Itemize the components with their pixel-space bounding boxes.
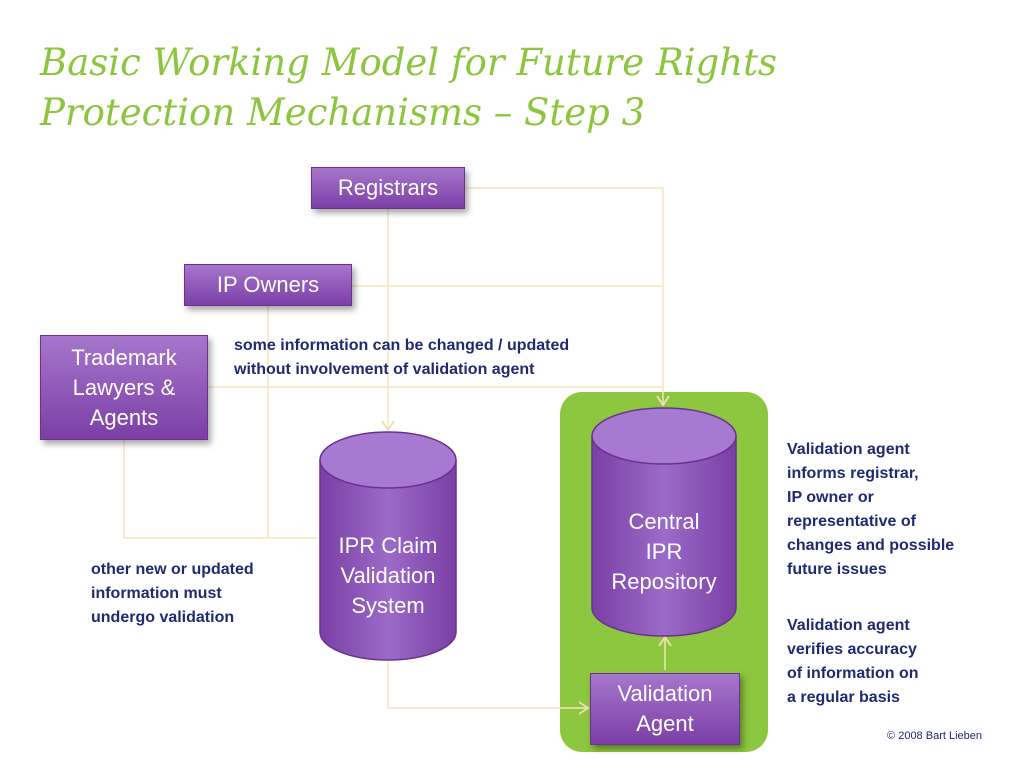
note-informs-line-5: changes and possible bbox=[787, 537, 955, 554]
trademark-line-3: Agents bbox=[89, 404, 159, 430]
central-repo-label: Central IPR Repository bbox=[592, 507, 736, 597]
trademark-line-1: Trademark bbox=[71, 344, 177, 370]
copyright-notice: © 2008 Bart Lieben bbox=[887, 730, 982, 742]
note-verifies-line-1: Validation agent bbox=[787, 617, 910, 634]
note-other-info-line-2: information must bbox=[91, 585, 222, 602]
note-informs-line-1: Validation agent bbox=[787, 441, 910, 458]
note-verifies-line-4: a regular basis bbox=[787, 689, 900, 706]
connector-registrars-repo bbox=[465, 187, 663, 405]
note-some-info: some information can be changed / update… bbox=[234, 334, 569, 382]
note-other-info-line-3: undergo validation bbox=[91, 609, 235, 626]
validation-agent-box: Validation Agent bbox=[590, 673, 740, 745]
validation-agent-line-2: Agent bbox=[636, 711, 694, 736]
ipr-claim-line-1: IPR Claim bbox=[338, 533, 438, 558]
ip-owners-label: IP Owners bbox=[216, 272, 320, 297]
ipr-claim-line-2: Validation bbox=[340, 563, 436, 588]
registrars-label: Registrars bbox=[337, 175, 439, 200]
central-repository-cylinder bbox=[591, 407, 737, 637]
note-informs-line-2: informs registrar, bbox=[787, 465, 919, 482]
validation-agent-line-1: Validation bbox=[617, 681, 713, 706]
registrars-box: Registrars bbox=[311, 167, 465, 209]
note-other-info: other new or updated information must un… bbox=[91, 558, 254, 630]
note-verifies-line-2: verifies accuracy bbox=[787, 641, 917, 658]
connector-lawyers-claim bbox=[123, 440, 268, 539]
central-repo-line-3: Repository bbox=[611, 569, 717, 594]
connector-claim-agent bbox=[387, 660, 588, 708]
note-agent-verifies: Validation agent verifies accuracy of in… bbox=[787, 614, 919, 710]
ip-owners-box: IP Owners bbox=[184, 264, 352, 306]
note-agent-informs: Validation agent informs registrar, IP o… bbox=[787, 438, 954, 582]
central-repo-line-1: Central bbox=[628, 509, 700, 534]
note-verifies-line-3: of information on bbox=[787, 665, 919, 682]
note-informs-line-4: representative of bbox=[787, 513, 916, 530]
trademark-lawyers-box: Trademark Lawyers & Agents bbox=[40, 335, 208, 440]
slide-title: Basic Working Model for Future Rights Pr… bbox=[40, 38, 1000, 138]
trademark-line-2: Lawyers & bbox=[72, 374, 176, 400]
note-informs-line-3: IP owner or bbox=[787, 489, 874, 506]
central-repo-line-2: IPR bbox=[645, 539, 683, 564]
note-informs-line-6: future issues bbox=[787, 561, 887, 578]
note-some-info-line-2: without involvement of validation agent bbox=[234, 361, 535, 378]
ipr-claim-cylinder bbox=[319, 431, 457, 661]
title-line-2: Protection Mechanisms – Step 3 bbox=[40, 91, 646, 134]
title-line-1: Basic Working Model for Future Rights bbox=[40, 41, 777, 84]
ipr-claim-label: IPR Claim Validation System bbox=[320, 531, 456, 621]
note-other-info-line-1: other new or updated bbox=[91, 561, 254, 578]
ipr-claim-line-3: System bbox=[351, 593, 425, 618]
note-some-info-line-1: some information can be changed / update… bbox=[234, 337, 570, 354]
